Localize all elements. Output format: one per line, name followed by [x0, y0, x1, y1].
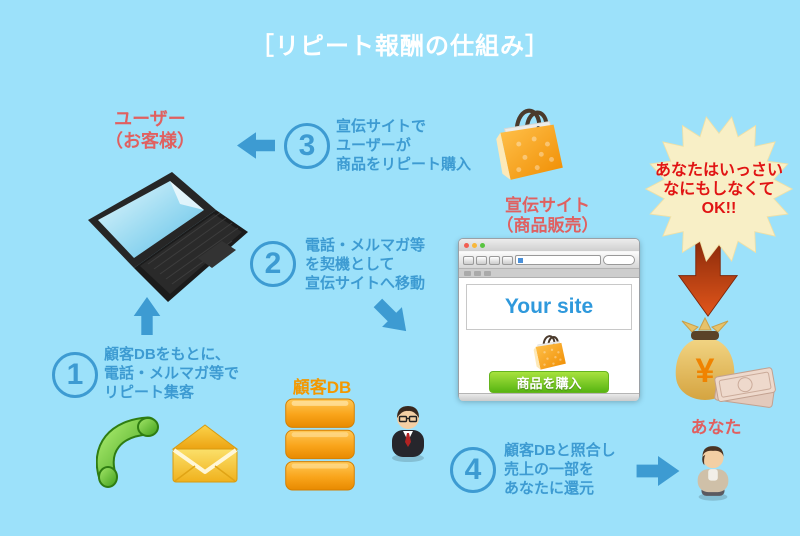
ad-site-label: 宣伝サイト （商品販売） — [485, 196, 610, 236]
step1-line2: 電話・メルマガ等で — [104, 365, 240, 382]
step2-circle: 2 — [250, 241, 296, 287]
step2-number: 2 — [264, 247, 282, 280]
phone-icon — [96, 416, 159, 488]
callout-line3: OK!! — [701, 199, 737, 217]
you-person-icon — [697, 446, 729, 501]
address-bar — [515, 255, 601, 265]
step3-number: 3 — [298, 129, 316, 162]
step1-text: 顧客DBをもとに、 電話・メルマガ等で リピート集客 — [104, 345, 239, 402]
reload-button-icon — [502, 255, 513, 265]
step4-text: 顧客DBと照合し 売上の一部を あなたに還元 — [504, 441, 616, 498]
step4-line3: あなたに還元 — [504, 480, 595, 497]
page-title: ［リピート報酬の仕組み］ — [250, 33, 550, 60]
bookmarks-bar — [459, 269, 639, 278]
left-arrow-icon — [237, 132, 275, 159]
back-button-icon — [463, 255, 474, 265]
step1-line3: リピート集客 — [104, 384, 195, 401]
step3-line2: ユーザーが — [336, 137, 411, 154]
home-button-icon — [489, 255, 500, 265]
user-label: ユーザー （お客様） — [85, 108, 215, 152]
laptop-icon — [88, 172, 248, 302]
step3-line3: 商品をリピート購入 — [336, 156, 472, 173]
up-arrow-icon — [133, 297, 161, 335]
step4-line2: 売上の一部を — [504, 461, 595, 478]
site-banner: Your site — [466, 284, 632, 330]
database-icon — [285, 398, 355, 491]
traffic-light-close-icon — [464, 242, 469, 248]
starburst-icon — [644, 115, 794, 263]
envelope-icon — [171, 424, 239, 483]
step4-line1: 顧客DBと照合し — [504, 442, 616, 459]
ad-site-label-line2: （商品販売） — [496, 216, 599, 235]
favicon-icon — [518, 257, 523, 263]
step3-line1: 宣伝サイトで — [336, 118, 427, 135]
search-field — [603, 255, 635, 265]
banknotes-icon — [714, 367, 776, 408]
step2-text: 電話・メルマガ等 を契機として 宣伝サイトへ移動 — [305, 236, 425, 293]
step3-text: 宣伝サイトで ユーザーが 商品をリピート購入 — [336, 117, 471, 174]
site-title: Your site — [504, 294, 594, 318]
you-label: あなた — [690, 418, 742, 437]
user-label-line2: （お客様） — [105, 131, 195, 151]
businessman-icon — [392, 406, 424, 462]
ad-site-label-line1: 宣伝サイト — [505, 196, 590, 215]
step2-line1: 電話・メルマガ等 — [305, 237, 426, 254]
traffic-light-minimize-icon — [472, 242, 477, 248]
browser-toolbar — [459, 251, 639, 269]
customer-db-label: 顧客DB — [292, 378, 352, 397]
browser-statusbar — [459, 393, 639, 401]
right-arrow-icon — [636, 456, 680, 486]
browser-content: Your site 商品を購入 — [459, 278, 639, 393]
step1-number: 1 — [66, 358, 84, 391]
browser-titlebar — [459, 239, 639, 251]
step1-line1: 顧客DBをもとに、 — [104, 346, 230, 363]
yen-symbol: ¥ — [696, 352, 715, 390]
callout-text: あなたはいっさい なにもしなくて OK!! — [655, 161, 783, 218]
step4-number: 4 — [464, 453, 482, 486]
step2-line2: を契機として — [305, 256, 395, 273]
shopping-bag-small-icon — [532, 334, 567, 371]
callout-line1: あなたはいっさい — [654, 161, 783, 179]
step1-circle: 1 — [52, 352, 98, 398]
callout-burst: あなたはいっさい なにもしなくて OK!! — [644, 114, 794, 264]
step4-circle: 4 — [450, 447, 496, 493]
callout-line2: なにもしなくて — [663, 180, 775, 198]
bookmark-icon — [464, 270, 471, 276]
bookmark-icon — [474, 270, 481, 276]
step2-line3: 宣伝サイトへ移動 — [305, 275, 426, 292]
traffic-light-zoom-icon — [480, 242, 485, 248]
forward-button-icon — [476, 255, 487, 265]
browser-window: Your site 商品を購入 — [458, 238, 640, 401]
user-label-line1: ユーザー — [114, 109, 186, 129]
step3-circle: 3 — [284, 123, 330, 169]
shopping-bag-icon — [496, 108, 563, 180]
diagonal-arrow-icon — [373, 298, 407, 332]
bookmark-icon — [484, 270, 491, 276]
buy-product-button: 商品を購入 — [489, 371, 609, 393]
